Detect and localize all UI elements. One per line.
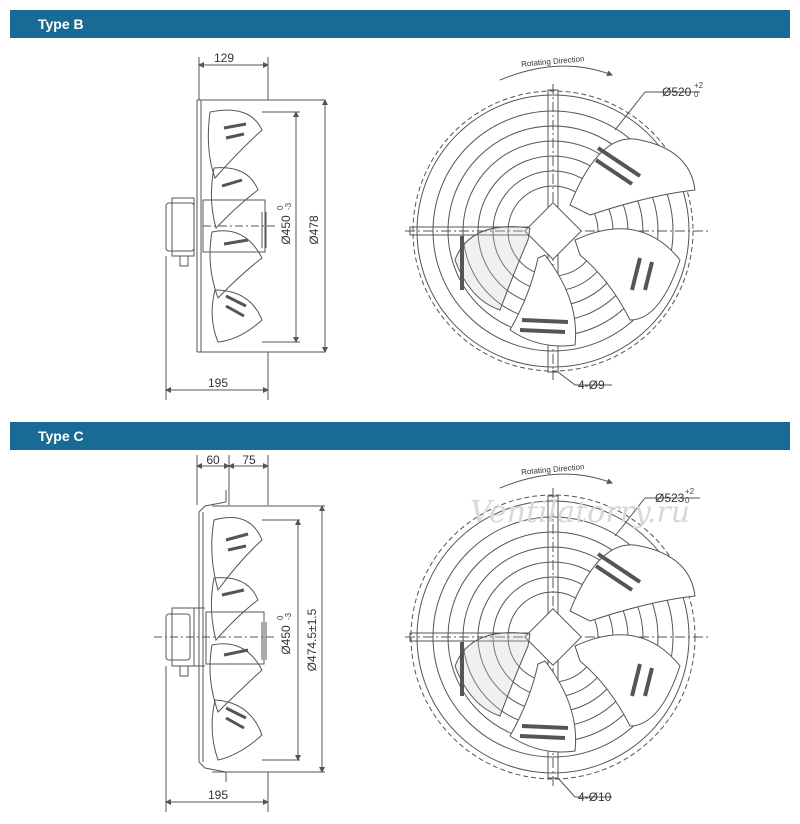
type-b-dim-tol-upper: +2	[694, 81, 704, 90]
type-c-dim-holes: 4-Ø10	[578, 790, 612, 804]
type-c-dim-inner-tol-lower: -3	[284, 612, 293, 620]
type-c-dim-bottom: 195	[208, 788, 228, 802]
type-b-dim-outer-diameter: Ø478	[307, 215, 321, 245]
type-b-dim-tol-lower: 0	[694, 90, 699, 99]
type-c-dim-inner-tol-upper: 0	[276, 615, 285, 620]
type-c-front-view	[405, 473, 710, 798]
type-b-dim-top: 129	[214, 51, 234, 65]
type-c-dim-inner-diameter: Ø450	[279, 625, 293, 655]
section-title: Type B	[38, 16, 84, 32]
section-header-type-c: Type C	[10, 422, 790, 450]
type-b-front-view	[405, 65, 710, 386]
type-b-dim-holes: 4-Ø9	[578, 378, 605, 392]
section-title: Type C	[38, 428, 84, 444]
type-c-dim-outer-diameter: Ø474.5±1.5	[305, 608, 319, 671]
type-b-side-view	[165, 57, 328, 400]
type-c-side-view	[154, 455, 325, 812]
section-header-type-b: Type B	[10, 10, 790, 38]
type-b-dim-inner-diameter: Ø450	[279, 215, 293, 245]
type-c-dim-top-left: 60	[206, 453, 220, 467]
type-c-dim-outer: Ø523	[655, 491, 685, 505]
type-c-dim-tol-lower: 0	[685, 496, 690, 505]
type-c-dim-top-right: 75	[242, 453, 256, 467]
type-c-dim-tol-upper: +2	[685, 487, 695, 496]
watermark: Ventilatorry.ru	[470, 495, 690, 530]
type-b-dim-inner-tol-upper: 0	[276, 205, 285, 210]
type-b-dim-bottom: 195	[208, 376, 228, 390]
type-b-dim-inner-tol-lower: -3	[284, 202, 293, 210]
type-b-dim-outer: Ø520	[662, 85, 692, 99]
